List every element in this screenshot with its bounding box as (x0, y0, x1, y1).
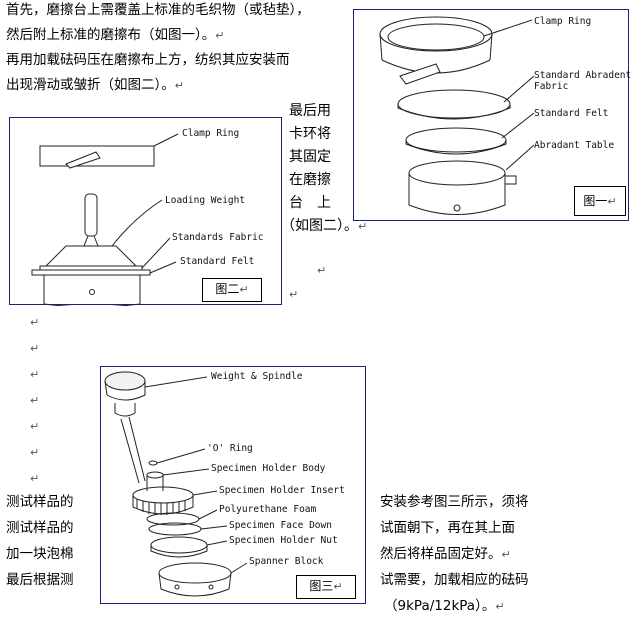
figure-3: Weight & Spindle 'O' Ring Specimen Holde… (100, 366, 366, 604)
figure-3-drawing (104, 371, 248, 597)
intro-line-1: 首先，磨擦台上需覆盖上标准的毛织物（或毡垫）， (6, 2, 310, 18)
specimen-left-2: 测试样品的 (6, 520, 74, 536)
specimen-left-3: 加一块泡棉 (6, 546, 74, 562)
para-mark: ↵ (30, 368, 40, 381)
para-mark: ↵ (317, 264, 327, 277)
intro-line-3: 再用加载砝码压在磨擦布上方，纺织其应安装而 (6, 52, 290, 68)
para-mark: ↵ (495, 600, 505, 613)
para-mark: ↵ (501, 548, 511, 561)
label-foam: Polyurethane Foam (219, 504, 317, 515)
para-mark: ↵ (333, 580, 343, 593)
specimen-right-5-text: （9kPa/12kPa）。 (384, 598, 496, 614)
label-standard-felt: Standard Felt (534, 108, 609, 119)
para-mark: ↵ (289, 288, 299, 301)
intro-line-2: 然后附上标准的磨擦布（如图一）。↵ (6, 27, 224, 44)
label-clamp-ring: Clamp Ring (534, 16, 592, 27)
specimen-right-5: （9kPa/12kPa）。↵ (384, 598, 505, 615)
specimen-left-1: 测试样品的 (6, 494, 74, 510)
specimen-right-4: 试需要，加载相应的砝码 (380, 572, 529, 588)
clamp-line-5: 台 上 (289, 195, 331, 211)
figure-2-drawing (31, 133, 179, 306)
label-holder-nut: Specimen Holder Nut (229, 535, 338, 546)
label-loading-weight: Loading Weight (165, 195, 246, 206)
specimen-right-3: 然后将样品固定好。↵ (380, 546, 511, 563)
para-mark: ↵ (30, 420, 40, 433)
clamp-line-6: （如图二）。↵ (281, 215, 367, 238)
clamp-line-4: 在磨擦 (289, 172, 331, 188)
para-mark: ↵ (607, 195, 617, 208)
para-mark: ↵ (215, 29, 225, 42)
specimen-right-1: 安装参考图三所示，须将 (380, 494, 529, 510)
clamp-line-2: 卡环将 (289, 126, 331, 142)
figure-1-caption-text: 图一 (583, 194, 608, 208)
intro-line-4: 出现滑动或皱折（如图二）。↵ (6, 77, 184, 94)
para-mark: ↵ (358, 220, 368, 233)
specimen-right-3-text: 然后将样品固定好。 (380, 546, 502, 562)
figure-3-caption-text: 图三 (309, 579, 334, 593)
figure-1-caption: 图一↵ (574, 186, 626, 216)
label-weight-spindle: Weight & Spindle (211, 371, 303, 382)
label-spanner-block: Spanner Block (249, 556, 324, 567)
label-face-down: Specimen Face Down (229, 520, 332, 531)
para-mark: ↵ (30, 446, 40, 459)
para-mark: ↵ (30, 316, 40, 329)
para-mark: ↵ (30, 394, 40, 407)
intro-line-2-text: 然后附上标准的磨擦布（如图一）。 (6, 27, 216, 43)
label-standard-fabric: Standards Fabric (172, 232, 264, 243)
label-holder-insert: Specimen Holder Insert (219, 485, 345, 496)
para-mark: ↵ (30, 342, 40, 355)
clamp-line-1: 最后用 (289, 103, 331, 119)
figure-2-caption-text: 图二 (215, 282, 240, 296)
specimen-right-2: 试面朝下，再在其上面 (380, 520, 515, 536)
figure-1-drawing (379, 16, 535, 215)
para-mark: ↵ (174, 79, 184, 92)
para-mark: ↵ (30, 472, 40, 485)
clamp-line-6-text: （如图二）。 (281, 218, 358, 234)
figure-1: Clamp Ring Standard Abradent Fabric Stan… (353, 9, 632, 221)
figure-3-caption: 图三↵ (296, 575, 356, 599)
label-standard-felt: Standard Felt (180, 256, 255, 267)
label-o-ring: 'O' Ring (207, 443, 253, 454)
label-clamp-ring: Clamp Ring (182, 128, 240, 139)
figure-2: Clamp Ring Loading Weight Standards Fabr… (9, 117, 282, 306)
para-mark: ↵ (239, 283, 249, 296)
label-abradant-table: Abradant Table (534, 140, 615, 151)
label-holder-body: Specimen Holder Body (211, 463, 326, 474)
clamp-text: 最后用 卡环将 其固定 在磨擦 台 上 （如图二）。↵ (281, 100, 367, 238)
label-abradent-fabric: Standard Abradent Fabric (534, 70, 632, 92)
clamp-line-3: 其固定 (289, 149, 331, 165)
intro-line-4-text: 出现滑动或皱折（如图二）。 (6, 77, 175, 93)
specimen-left-4: 最后根据测 (6, 572, 74, 588)
figure-2-caption: 图二↵ (202, 278, 262, 302)
